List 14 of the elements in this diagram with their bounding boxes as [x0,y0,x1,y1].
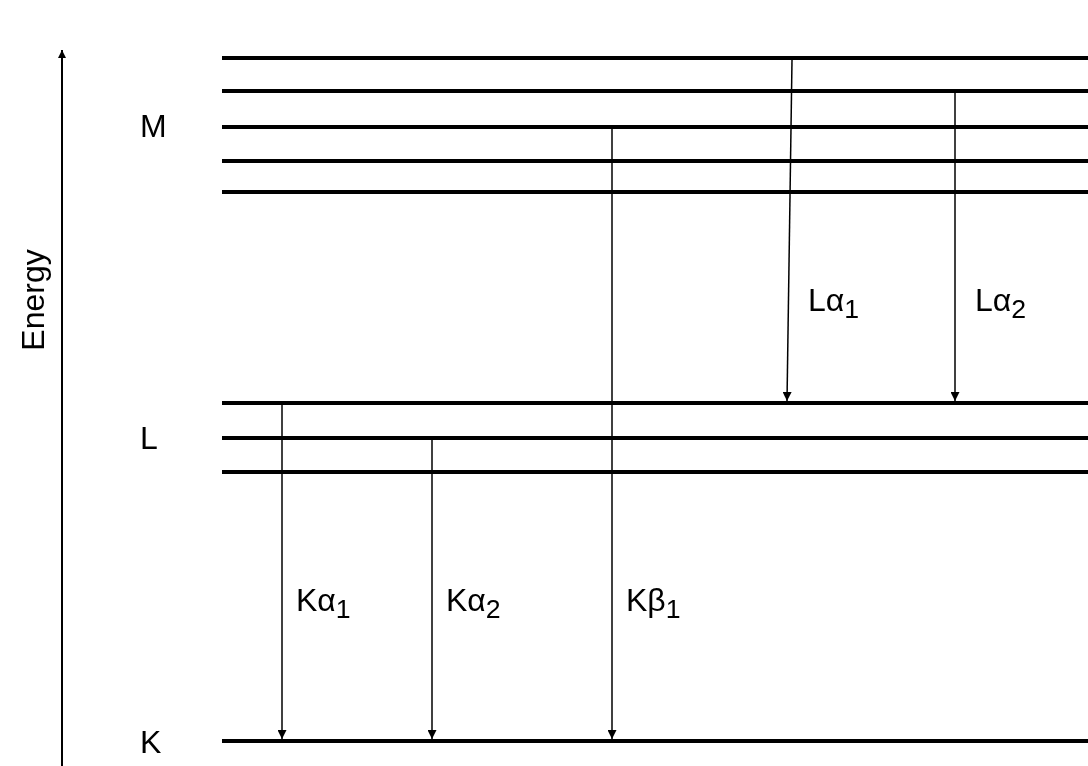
level-label: L [140,420,158,456]
transition-arrow [950,92,960,402]
transition-arrow [782,59,793,402]
transition-arrow [427,439,437,740]
edge-label: Lα$_{2}$ [975,282,1027,327]
edge-label: Kα$_{2}$ [446,582,501,627]
edge-label: Kβ$_{1}$ [626,582,681,627]
level-label: K [140,724,162,760]
axis-label: Energy [14,249,51,351]
edge-label: Lα$_{1}$ [808,282,860,327]
level-label: M [140,108,167,144]
transition-arrow [607,128,617,740]
transition-arrow [277,404,287,740]
edge-label: Kα$_{1}$ [296,582,351,627]
